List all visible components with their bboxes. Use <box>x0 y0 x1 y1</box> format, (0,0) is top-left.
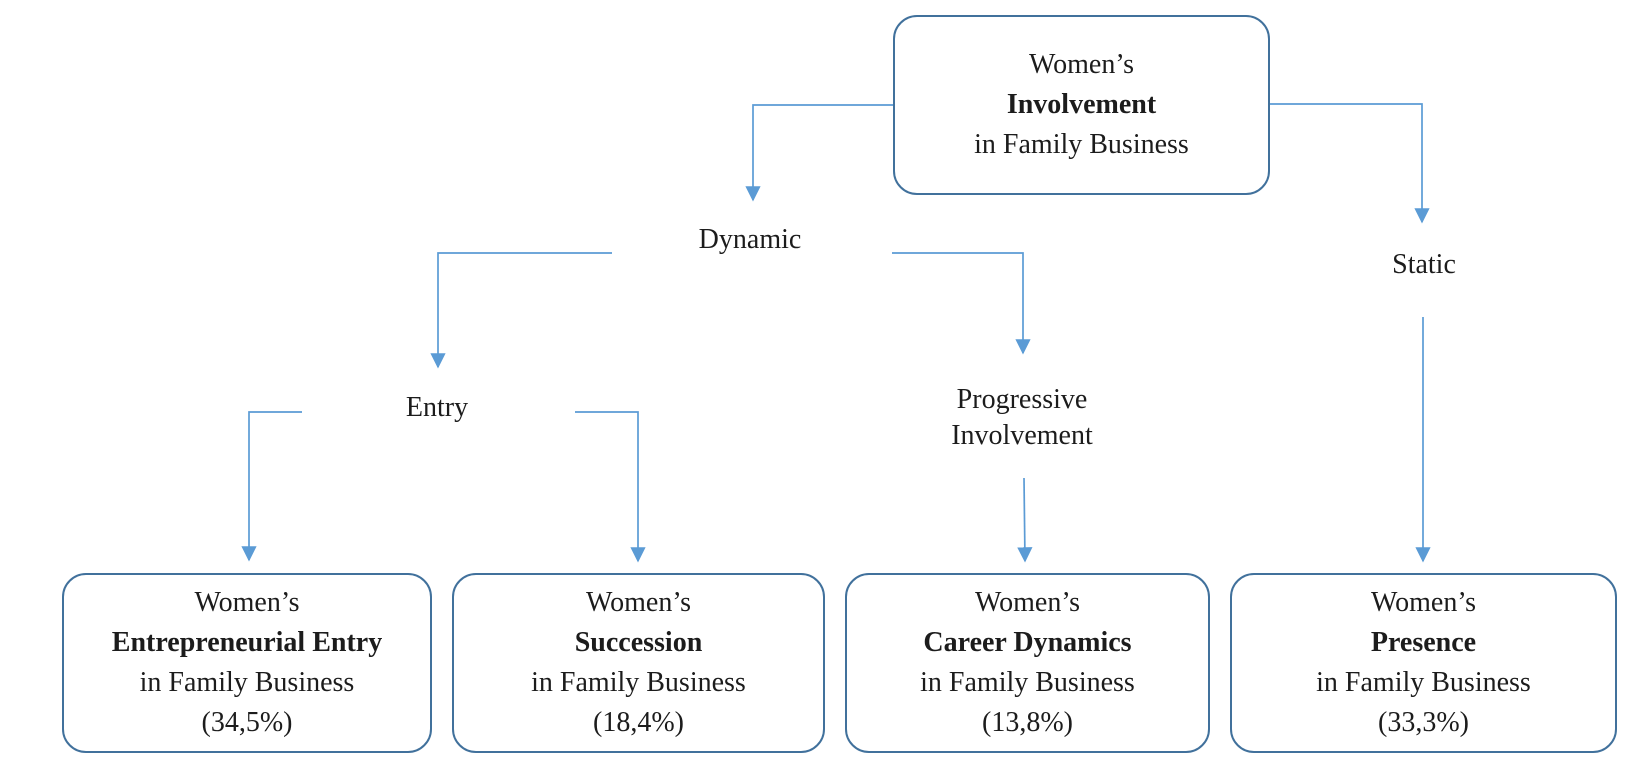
connector-root-dynamic <box>745 104 893 202</box>
connector-progressive-career <box>1017 477 1033 563</box>
node-line-emphasis: Involvement <box>1006 89 1157 120</box>
node-line-emphasis: Career Dynamics <box>923 627 1132 658</box>
node-line: Women’s <box>585 587 692 618</box>
connector-root-static <box>1270 103 1430 224</box>
node-line: in Family Business <box>531 667 746 698</box>
node-line: Women’s <box>1028 49 1135 80</box>
connector-entry-succession <box>575 411 646 563</box>
connector-dynamic-entry <box>430 252 612 369</box>
connector-dynamic-progressive <box>892 252 1031 355</box>
node-career-dynamics: Women’s Career Dynamics in Family Busine… <box>845 573 1210 753</box>
label-static: Static <box>1392 249 1456 280</box>
node-succession: Women’s Succession in Family Business (1… <box>452 573 825 753</box>
node-line: Women’s <box>194 587 300 618</box>
node-line: in Family Business <box>139 667 355 698</box>
node-presence: Women’s Presence in Family Business (33,… <box>1230 573 1617 753</box>
node-entrepreneurial-entry: Women’s Entrepreneurial Entry in Family … <box>62 573 432 753</box>
node-line: Women’s <box>974 587 1081 618</box>
label-progressive-involvement: Progressive Involvement <box>951 384 1093 451</box>
node-line: Women’s <box>1370 587 1477 618</box>
node-line-emphasis: Entrepreneurial Entry <box>111 627 383 658</box>
node-percentage: (13,8%) <box>982 707 1073 738</box>
label-entry: Entry <box>405 392 469 423</box>
label-dynamic: Dynamic <box>698 224 802 255</box>
node-womens-involvement: Women’s Involvement in Family Business <box>893 15 1270 195</box>
node-line: in Family Business <box>1316 667 1531 698</box>
node-line: in Family Business <box>920 667 1135 698</box>
node-line-emphasis: Succession <box>574 627 703 658</box>
node-percentage: (34,5%) <box>201 707 293 738</box>
connector-entry-entrepreneurial <box>241 411 302 562</box>
node-line: in Family Business <box>974 129 1189 160</box>
node-line-emphasis: Presence <box>1370 627 1477 658</box>
node-percentage: (33,3%) <box>1378 707 1469 738</box>
node-percentage: (18,4%) <box>593 707 684 738</box>
